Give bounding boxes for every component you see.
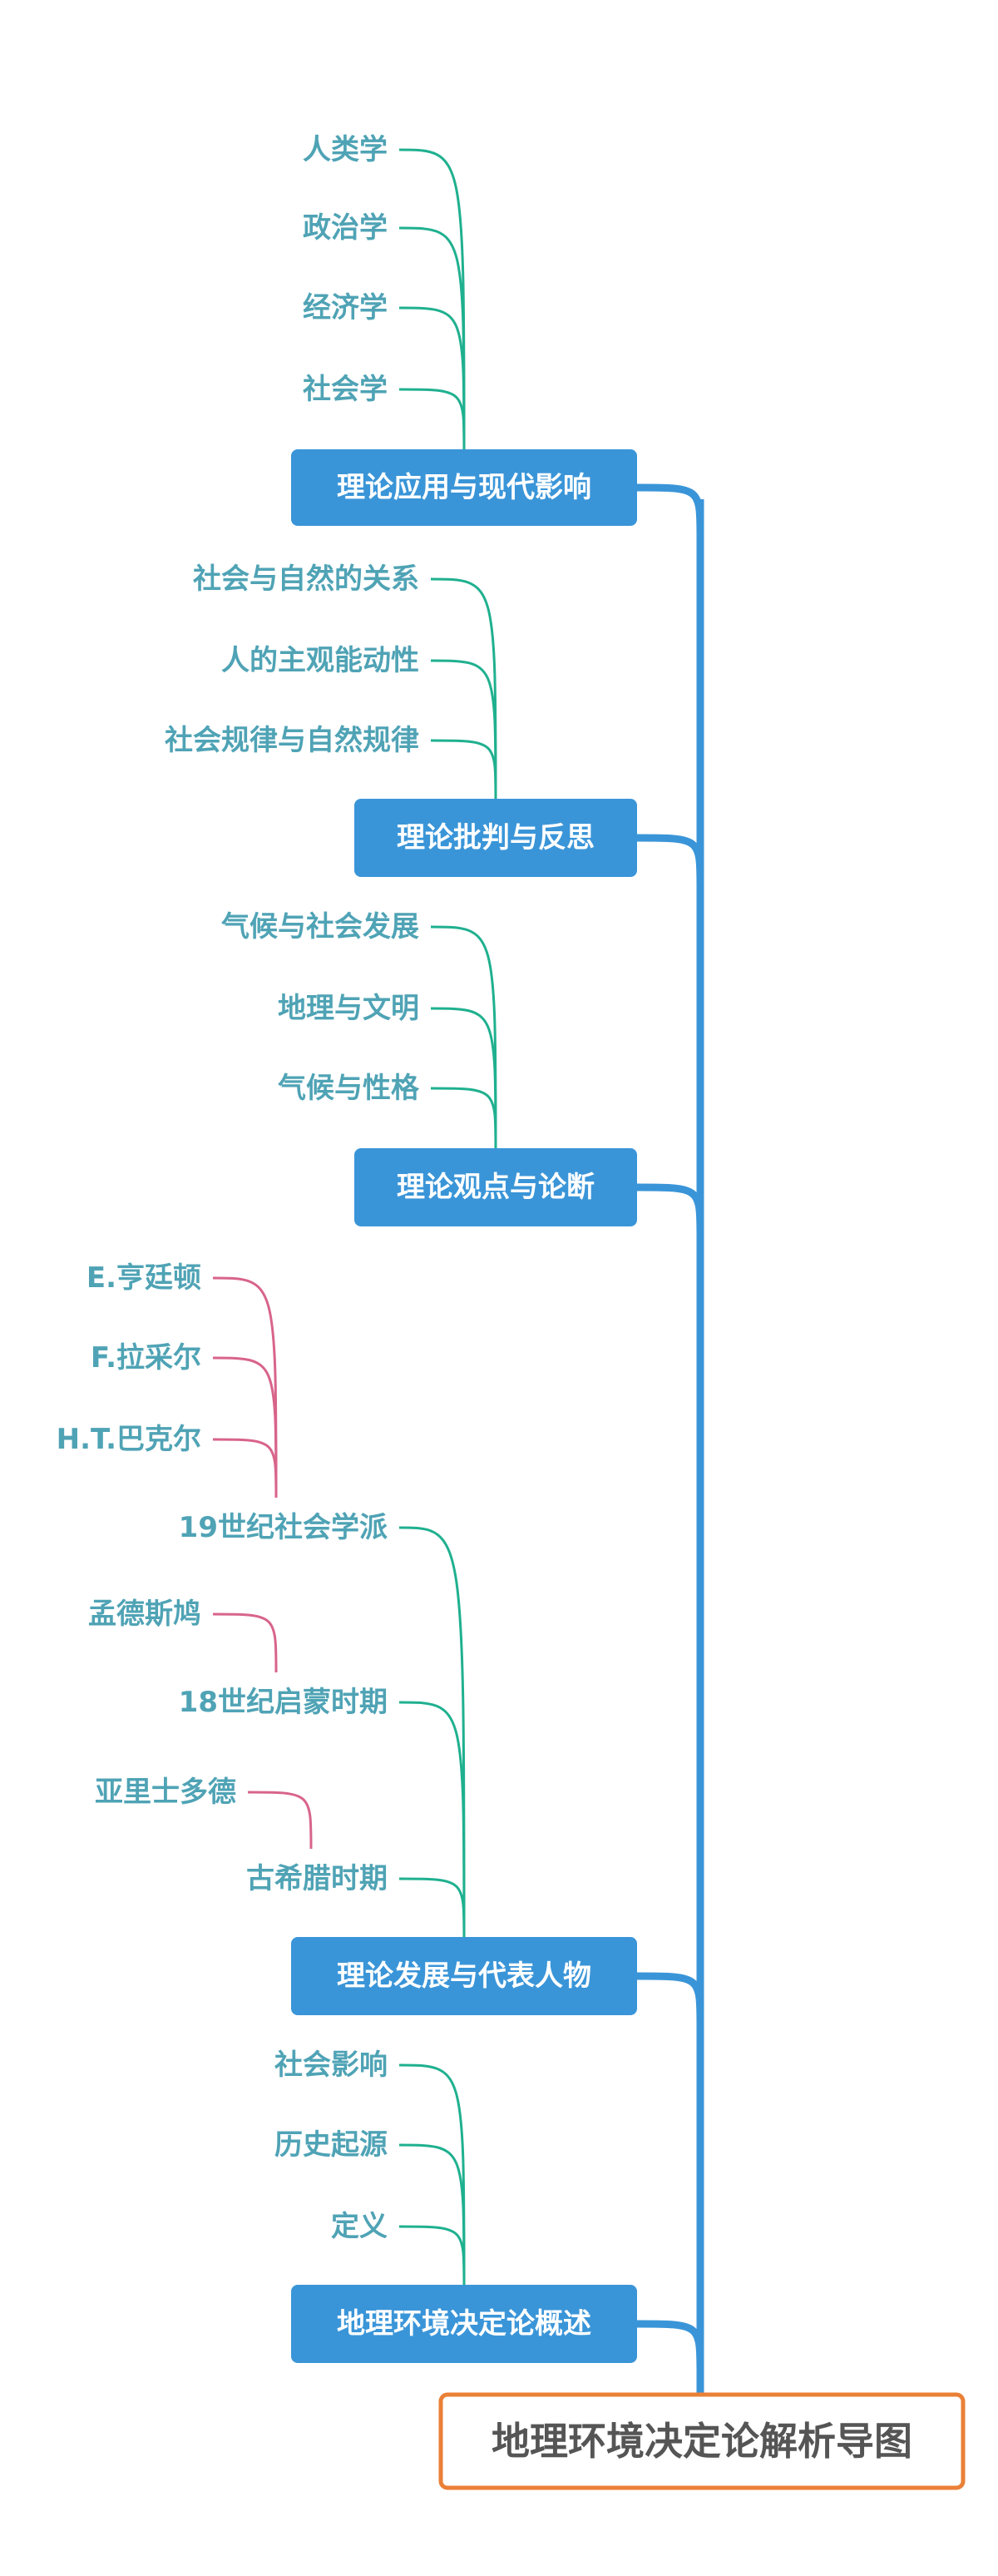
leaf-connector (398, 148, 466, 450)
topic-node[interactable]: 气候与社会发展 (220, 910, 419, 944)
branch-connector (636, 1972, 704, 2027)
branch-connector (636, 2320, 704, 2375)
subtopic-node[interactable]: F.拉采尔 (91, 1341, 201, 1375)
branch-label[interactable]: 理论发展与代表人物 (337, 1959, 591, 1993)
leaf-connector (398, 2063, 466, 2286)
leaf-connector (398, 306, 466, 450)
subtopic-connector (212, 1612, 278, 1673)
leaf-connector (398, 1526, 466, 1938)
topic-node[interactable]: 历史起源 (274, 2128, 388, 2162)
subtopic-node[interactable]: 孟德斯鸠 (88, 1598, 201, 1631)
subtopic-connector (212, 1356, 278, 1499)
branch-node[interactable] (354, 1148, 637, 1226)
leaf-connector (430, 739, 497, 800)
topic-node[interactable]: 社会影响 (274, 2048, 388, 2082)
leaf-connector (430, 659, 497, 800)
leaf-connector (430, 1087, 497, 1149)
branch-connector (636, 483, 704, 538)
topic-node[interactable]: 定义 (331, 2210, 388, 2243)
leaf-connector (398, 1877, 466, 1938)
branch-label[interactable]: 理论批判与反思 (397, 821, 595, 855)
subtopic-node[interactable]: E.亨廷顿 (86, 1261, 201, 1295)
leaf-connector (398, 1701, 466, 1938)
leaf-connector (398, 388, 466, 450)
branch-connector (636, 834, 704, 889)
topic-node[interactable]: 人类学 (303, 133, 388, 166)
topic-node[interactable]: 经济学 (303, 291, 388, 324)
subtopic-connector (212, 1276, 278, 1499)
subtopic-connector (212, 1438, 278, 1499)
topic-node[interactable]: 19世纪社会学派 (179, 1511, 388, 1544)
leaf-connector (398, 2225, 466, 2286)
leaf-connector (430, 577, 497, 800)
root-title[interactable]: 地理环境决定论解析导图 (492, 2419, 912, 2464)
leaf-connector (430, 1007, 497, 1149)
branch-label[interactable]: 理论观点与论断 (397, 1171, 595, 1204)
branch-label[interactable]: 理论应用与现代影响 (337, 471, 591, 504)
leaf-connector (430, 925, 497, 1149)
branch-connector (636, 1183, 704, 1238)
topic-node[interactable]: 社会规律与自然规律 (165, 724, 419, 757)
branch-node[interactable] (291, 2285, 637, 2363)
topic-node[interactable]: 地理与文明 (278, 992, 419, 1025)
branch-node[interactable] (291, 449, 637, 526)
root-node[interactable] (438, 2392, 966, 2490)
subtopic-connector (247, 1791, 313, 1850)
topic-node[interactable]: 古希腊时期 (246, 1862, 388, 1895)
topic-node[interactable]: 气候与性格 (277, 1072, 420, 1105)
topic-node[interactable]: 人的主观能动性 (221, 644, 419, 677)
topic-node[interactable]: 社会与自然的关系 (193, 562, 419, 596)
topic-node[interactable]: 社会学 (303, 373, 388, 406)
leaf-connector (398, 226, 466, 450)
leaf-connector (398, 2143, 466, 2286)
subtopic-node[interactable]: 亚里士多德 (95, 1776, 236, 1809)
topic-node[interactable]: 18世纪启蒙时期 (179, 1686, 388, 1719)
branch-label[interactable]: 地理环境决定论概述 (337, 2307, 591, 2341)
subtopic-node[interactable]: H.T.巴克尔 (57, 1423, 201, 1456)
branch-node[interactable] (291, 1937, 637, 2015)
topic-node[interactable]: 政治学 (303, 211, 388, 245)
branch-node[interactable] (354, 799, 637, 877)
